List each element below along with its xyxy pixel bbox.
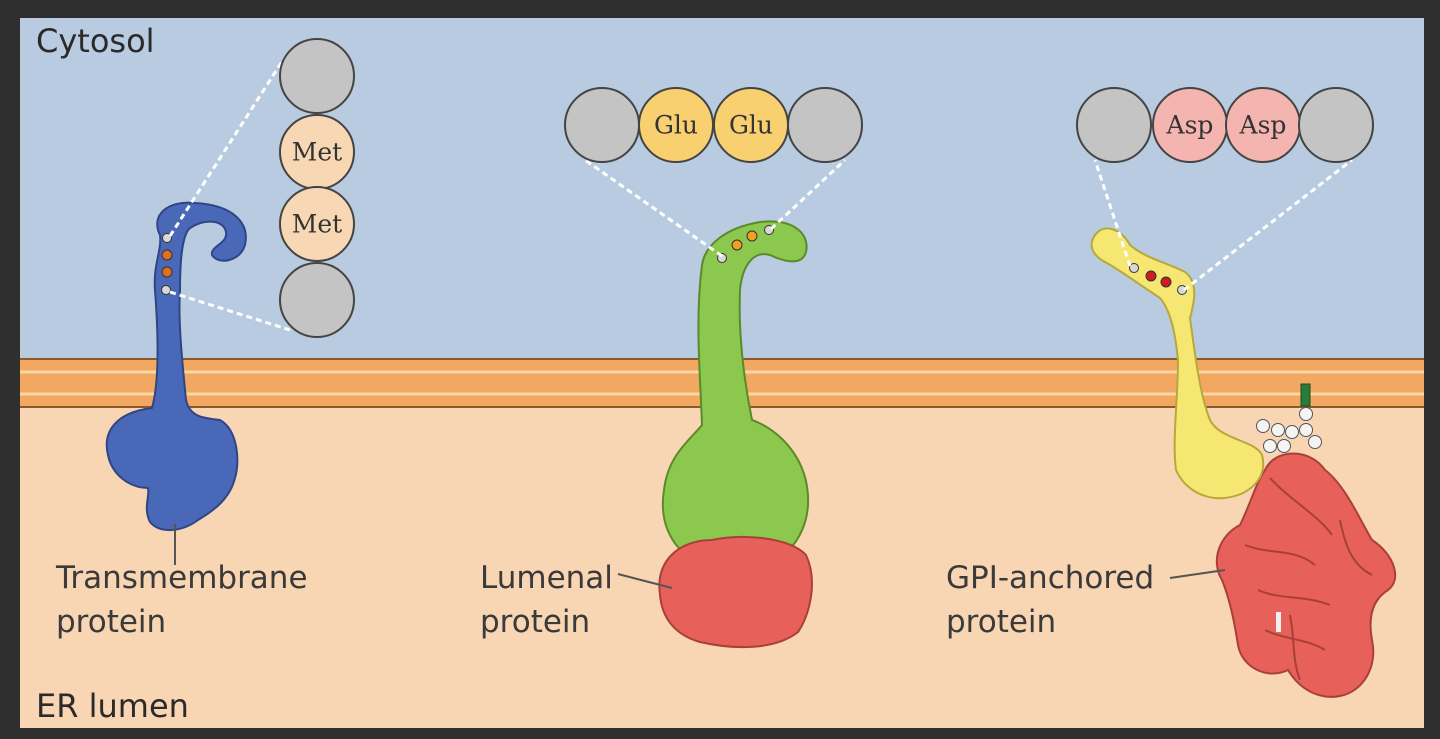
residue-glu-label: Glu bbox=[654, 111, 698, 140]
residue-glu-label: Glu bbox=[729, 111, 773, 140]
gpi-residue-chain: Asp Asp bbox=[1076, 87, 1374, 163]
lumenal-label-line1: Lumenal bbox=[480, 560, 613, 596]
residue-met-label: Met bbox=[292, 210, 342, 239]
lumenal-protein bbox=[617, 220, 813, 649]
lumenal-zoom-lines bbox=[584, 158, 847, 258]
residue-gray bbox=[564, 87, 640, 163]
residue-gray bbox=[279, 38, 355, 114]
transmembrane-label-line1: Transmembrane bbox=[55, 560, 308, 596]
residue-met-label: Met bbox=[292, 138, 342, 167]
transmembrane-protein bbox=[105, 201, 247, 565]
gpi-label-line2: protein bbox=[946, 604, 1056, 640]
residue-gray bbox=[1298, 87, 1374, 163]
transmembrane-zoom-lines bbox=[168, 59, 291, 332]
gpi-anchored-protein bbox=[1090, 227, 1397, 698]
lumenal-residue-chain: Glu Glu bbox=[564, 87, 863, 163]
er-lumen-label: ER lumen bbox=[36, 687, 189, 725]
lumenal-label-line2: protein bbox=[480, 604, 590, 640]
residue-gray bbox=[787, 87, 863, 163]
residue-gray bbox=[1076, 87, 1152, 163]
cytosol-label: Cytosol bbox=[36, 22, 155, 60]
residue-asp-label: Asp bbox=[1166, 111, 1214, 140]
residue-asp-label: Asp bbox=[1239, 111, 1287, 140]
transmembrane-residue-chain: Met Met bbox=[279, 38, 355, 338]
gpi-anchor bbox=[1256, 383, 1322, 453]
residue-met bbox=[279, 186, 355, 262]
gpi-label-line1: GPI-anchored bbox=[946, 560, 1154, 596]
transmembrane-label-line2: protein bbox=[56, 604, 166, 640]
gpi-zoom-lines bbox=[1093, 158, 1353, 292]
residue-gray bbox=[279, 262, 355, 338]
